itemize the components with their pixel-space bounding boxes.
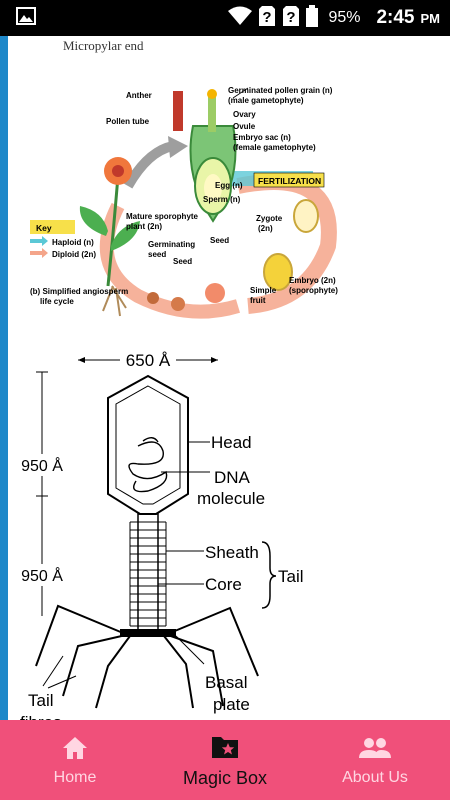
nav-about-us[interactable]: About Us xyxy=(300,720,450,800)
anther-label: Anther xyxy=(126,91,152,100)
tail-fibres-shape xyxy=(35,604,259,709)
svg-text:?: ? xyxy=(263,9,272,26)
dna-squiggle xyxy=(128,437,168,493)
embryo-label: Embryo (2n) xyxy=(289,276,336,285)
egg-label: Egg (n) xyxy=(215,181,243,190)
fruit-label: fruit xyxy=(250,296,266,305)
mature-sporophyte-label: Mature sporophyte xyxy=(126,212,199,221)
clock-suffix: PM xyxy=(420,10,441,26)
unknown-sim-icon: ? xyxy=(258,5,276,32)
ovary-illustration xyxy=(173,87,249,223)
pollen-tube-label: Pollen tube xyxy=(106,117,150,126)
fertilization-badge xyxy=(253,172,325,188)
germinating-seed-label: seed xyxy=(148,250,166,259)
ovary-label: Ovary xyxy=(233,110,256,119)
tail-fibres-label-1: Tail xyxy=(28,691,54,710)
germinated-pollen-label: Germinated pollen grain (n) xyxy=(228,86,333,95)
nav-home[interactable]: Home xyxy=(0,720,150,800)
male-gametophyte-label: (male gametophyte) xyxy=(228,96,304,105)
core-label: Core xyxy=(205,575,242,594)
wifi-icon xyxy=(228,6,253,31)
head-height-label: 950 Å xyxy=(21,456,63,475)
sheath-label: Sheath xyxy=(205,543,259,562)
dna-molecule-label: molecule xyxy=(197,489,265,508)
status-bar: ? ? 95% 2:45 PM xyxy=(0,0,450,36)
image-icon xyxy=(16,6,36,30)
simple-fruit-label: Simple xyxy=(250,286,277,295)
haploid-label: Haploid (n) xyxy=(52,238,94,247)
caption-line-2: life cycle xyxy=(40,297,74,306)
dna-label: DNA xyxy=(214,468,251,487)
battery-icon xyxy=(306,4,319,32)
legend-key: Key Haploid (n) Diploid (2n) xyxy=(30,220,96,259)
clock-time: 2:45 xyxy=(376,7,415,28)
tail-height-label: 950 Å xyxy=(21,566,63,585)
ovule-label: Ovule xyxy=(233,122,256,131)
diploid-label: Diploid (2n) xyxy=(52,250,96,259)
zygote-ploidy-label: (2n) xyxy=(258,224,273,233)
width-dimension-label: 650 Å xyxy=(126,351,171,370)
folder-star-icon xyxy=(210,732,240,762)
micropylar-end-label: Micropylar end xyxy=(63,38,144,53)
nav-magic-box-label: Magic Box xyxy=(182,767,268,788)
accent-strip xyxy=(0,36,8,720)
phage-head-shape xyxy=(107,374,189,515)
content-area[interactable]: Micropylar end xyxy=(0,36,450,720)
caption-line-1: (b) Simplified angiosperm xyxy=(30,287,128,296)
basal-label: Basal xyxy=(205,673,248,692)
home-icon xyxy=(61,733,89,763)
svg-text:?: ? xyxy=(287,9,296,26)
flowering-plant-illustration xyxy=(79,157,140,317)
key-label: Key xyxy=(36,223,52,233)
head-label: Head xyxy=(211,433,252,452)
battery-percent: 95% xyxy=(328,9,361,26)
nav-magic-box[interactable]: Magic Box xyxy=(150,720,300,800)
sporophyte-plant-label: plant (2n) xyxy=(126,222,162,231)
seed-label-top: Seed xyxy=(210,236,229,245)
tail-fibres-label-2: fibres xyxy=(20,713,62,720)
nav-home-label: Home xyxy=(53,769,97,786)
zygote-label: Zygote xyxy=(256,214,283,223)
embryo-sac-label: Embryo sac (n) xyxy=(233,133,291,142)
plate-label: plate xyxy=(213,695,250,714)
seed-label-lower: Seed xyxy=(173,257,192,266)
people-icon xyxy=(358,733,392,763)
tail-label: Tail xyxy=(278,567,304,586)
nav-about-us-label: About Us xyxy=(342,769,408,786)
bottom-navigation: Home Magic Box About Us xyxy=(0,720,450,800)
unknown-sim-icon: ? xyxy=(282,5,300,32)
female-gametophyte-label: (female gametophyte) xyxy=(233,143,316,152)
fertilization-label: FERTILIZATION xyxy=(258,176,321,186)
germinating-label: Germinating xyxy=(148,240,195,249)
sporophyte-label: (sporophyte) xyxy=(289,286,338,295)
angiosperm-life-cycle-diagram: Micropylar end xyxy=(30,38,338,319)
sperm-label: Sperm (n) xyxy=(203,195,241,204)
bacteriophage-diagram: 650 Å 950 Å 950 Å xyxy=(18,348,304,720)
